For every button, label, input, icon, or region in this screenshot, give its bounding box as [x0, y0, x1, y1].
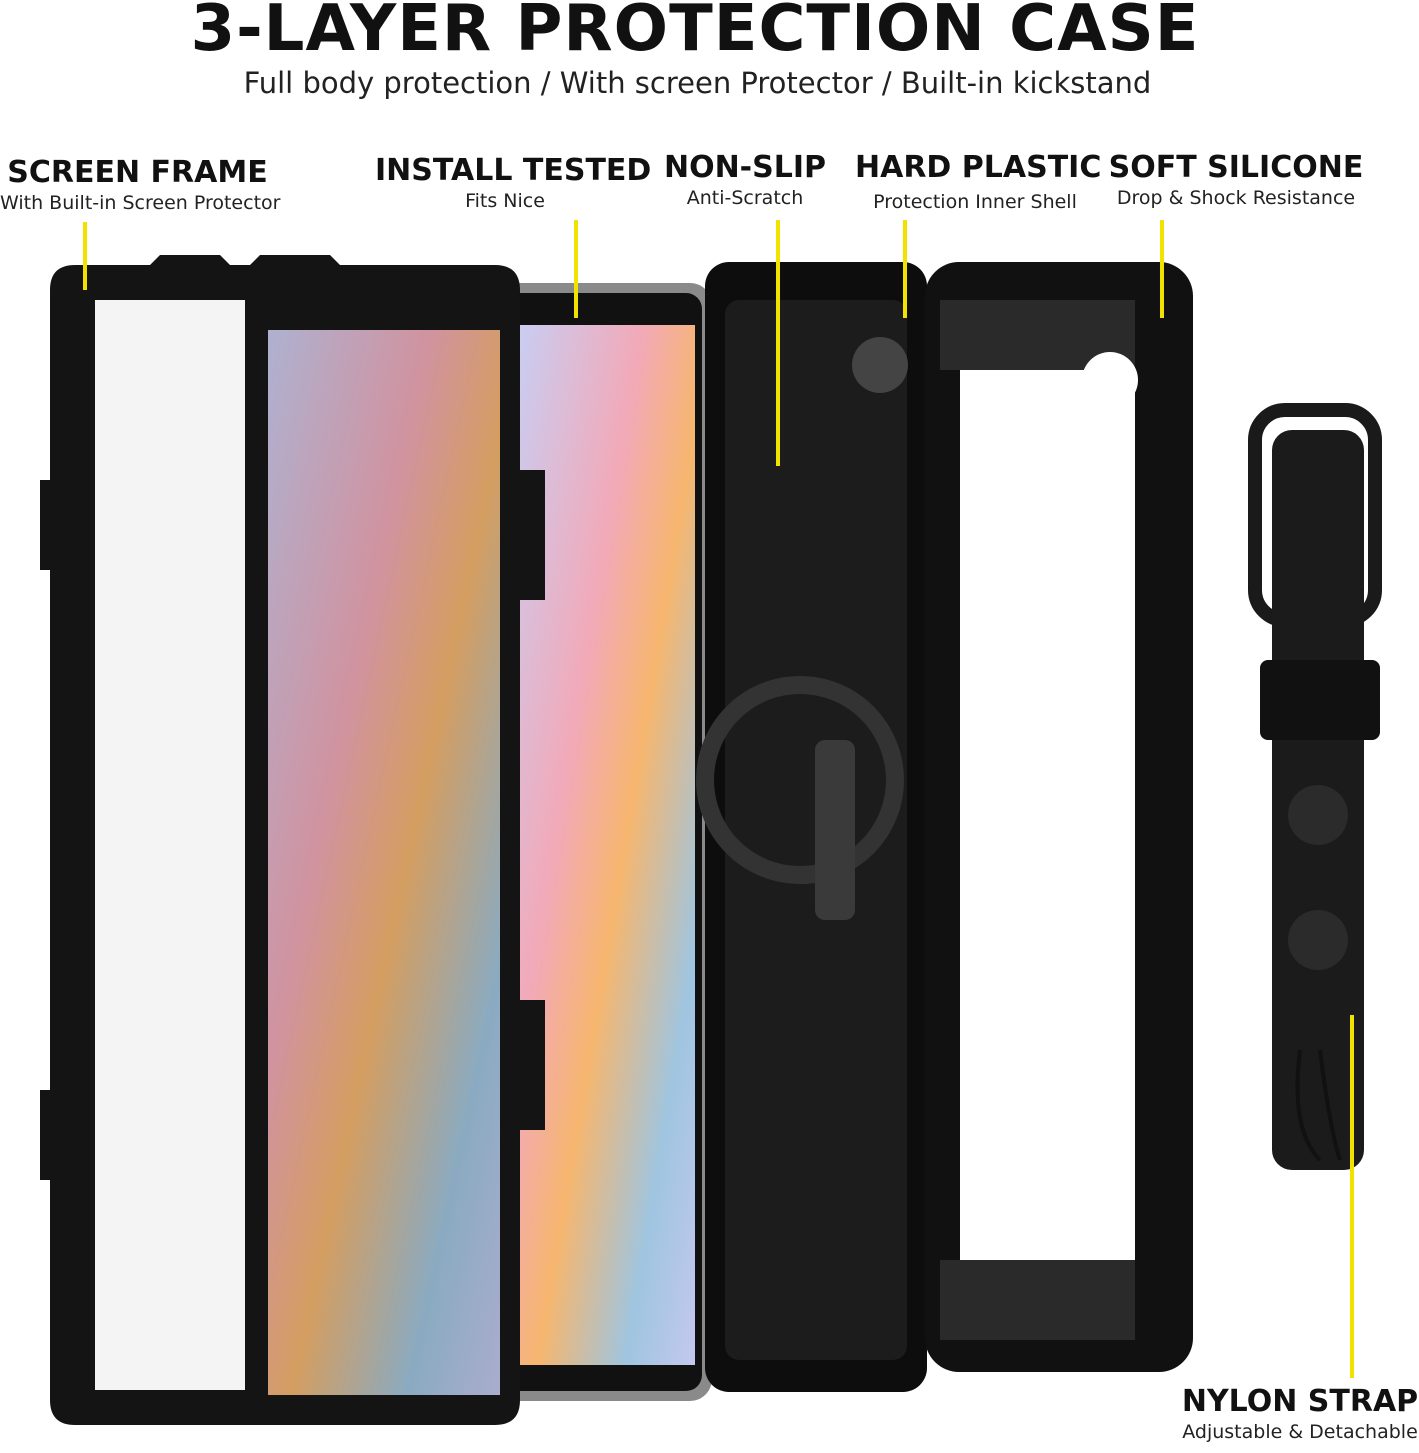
callout-lines [83, 220, 1354, 1378]
feature-non-slip: NON-SLIP Anti-Scratch [655, 151, 835, 211]
page-title: 3-LAYER PROTECTION CASE [190, 0, 1200, 66]
page-subtitle: Full body protection / With screen Prote… [243, 66, 1152, 100]
feature-install-tested: INSTALL TESTED Fits Nice [375, 153, 652, 214]
feature-title: SCREEN FRAME [7, 155, 268, 190]
feature-title: INSTALL TESTED [375, 153, 652, 188]
feature-title: NON-SLIP [663, 150, 827, 185]
feature-subtitle: Fits Nice [465, 190, 545, 212]
feature-subtitle: Protection Inner Shell [873, 191, 1077, 213]
feature-nylon-strap: NYLON STRAP Adjustable & Detachable [1180, 1385, 1419, 1445]
feature-screen-frame: SCREEN FRAME With Built-in Screen Protec… [0, 155, 281, 216]
feature-soft-silicone: SOFT SILICONE Drop & Shock Resistance [1108, 151, 1364, 211]
soft-silicone-layer [925, 262, 1193, 1372]
feature-title: SOFT SILICONE [1108, 150, 1364, 185]
feature-title: HARD PLASTIC [855, 150, 1102, 185]
feature-title: NYLON STRAP [1181, 1384, 1419, 1419]
feature-subtitle: With Built-in Screen Protector [0, 192, 281, 214]
feature-hard-plastic: HARD PLASTIC Protection Inner Shell [855, 150, 1102, 215]
nylon-strap [1248, 403, 1382, 1170]
feature-subtitle: Anti-Scratch [686, 187, 804, 209]
feature-subtitle: Drop & Shock Resistance [1116, 187, 1356, 209]
hard-plastic-shell [696, 262, 927, 1392]
feature-subtitle: Adjustable & Detachable [1182, 1421, 1418, 1443]
tablet [490, 283, 712, 1401]
screen-frame-layer [40, 255, 545, 1425]
